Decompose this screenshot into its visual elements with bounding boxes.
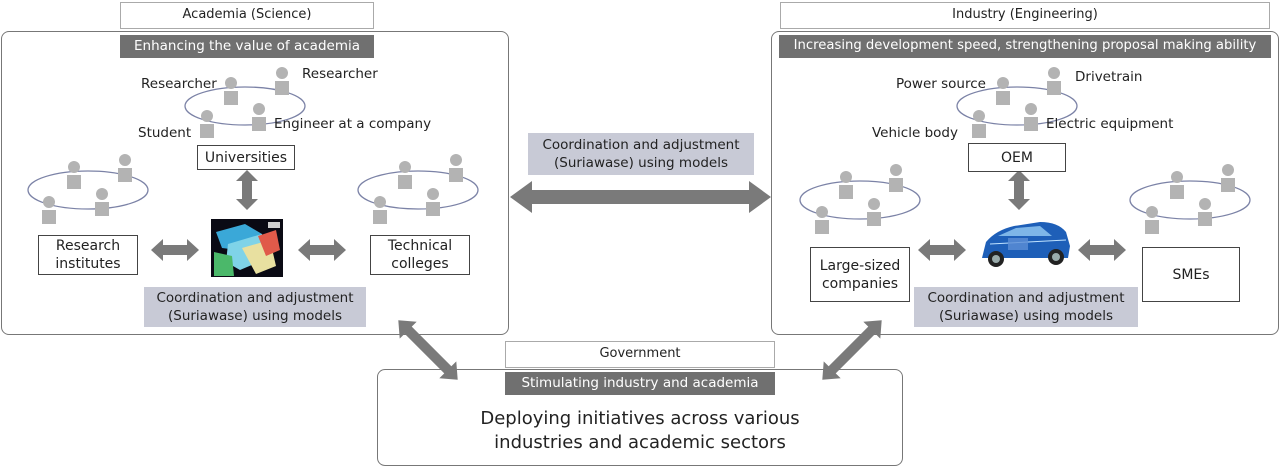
double-arrow-icon — [1078, 239, 1126, 261]
person-icon — [996, 77, 1010, 105]
group-ellipse — [799, 180, 921, 220]
double-arrow-icon — [918, 239, 966, 261]
person-icon — [889, 164, 903, 192]
person-icon — [1198, 198, 1212, 226]
label-vehicle-body: Vehicle body — [872, 125, 958, 141]
label-engineer: Engineer at a company — [274, 116, 432, 132]
label-researcher-left: Researcher — [141, 76, 217, 92]
double-arrow-icon — [510, 181, 771, 213]
double-arrow-icon — [1008, 170, 1030, 210]
universities-box: Universities — [197, 145, 295, 170]
smes-box: SMEs — [1142, 247, 1240, 302]
person-icon — [224, 77, 238, 105]
person-icon — [815, 206, 829, 234]
industry-band: Increasing development speed, strengthen… — [779, 35, 1271, 58]
group-ellipse — [357, 170, 479, 210]
person-icon — [118, 154, 132, 182]
person-icon — [972, 110, 986, 138]
label-electric-equipment: Electric equipment — [1046, 116, 1174, 132]
simulation-image — [211, 219, 283, 277]
research-institutes-box: Research institutes — [38, 235, 138, 275]
academia-coordination-label: Coordination and adjustment (Suriawase) … — [144, 287, 366, 327]
person-icon — [1145, 206, 1159, 234]
double-arrow-icon — [236, 170, 258, 210]
group-ellipse — [184, 86, 306, 126]
double-arrow-icon — [398, 320, 458, 380]
label-student: Student — [138, 125, 192, 141]
person-icon — [1221, 164, 1235, 192]
person-icon — [200, 110, 214, 138]
double-arrow-icon — [151, 239, 199, 261]
group-ellipse — [956, 86, 1078, 126]
group-ellipse — [27, 170, 149, 210]
academia-band: Enhancing the value of academia — [120, 35, 374, 58]
person-icon — [398, 161, 412, 189]
government-text: Deploying initiatives across various ind… — [480, 408, 800, 453]
person-icon — [373, 196, 387, 224]
person-icon — [95, 188, 109, 216]
person-icon — [252, 103, 266, 131]
label-researcher-right: Researcher — [302, 66, 378, 82]
person-icon — [67, 161, 81, 189]
person-icon — [449, 154, 463, 182]
double-arrow-icon — [298, 239, 346, 261]
oem-box: OEM — [968, 143, 1066, 172]
person-icon — [42, 196, 56, 224]
label-drivetrain: Drivetrain — [1075, 69, 1143, 85]
academia-tab: Academia (Science) — [120, 2, 374, 29]
double-arrow-icon — [822, 320, 882, 380]
central-coordination-label: Coordination and adjustment (Suriawase) … — [528, 133, 754, 175]
person-icon — [1047, 67, 1061, 95]
label-power-source: Power source — [896, 76, 986, 92]
industry-tab: Industry (Engineering) — [780, 2, 1270, 29]
academia-panel — [1, 31, 509, 335]
person-icon — [839, 171, 853, 199]
industry-coordination-label: Coordination and adjustment (Suriawase) … — [914, 287, 1138, 327]
technical-colleges-box: Technical colleges — [370, 235, 470, 275]
group-ellipse — [1129, 180, 1251, 220]
person-icon — [1170, 171, 1184, 199]
car-image — [982, 222, 1070, 267]
person-icon — [1024, 103, 1038, 131]
government-tab: Government — [505, 341, 775, 368]
person-icon — [867, 198, 881, 226]
large-companies-box: Large-sized companies — [810, 247, 910, 302]
person-icon — [426, 188, 440, 216]
person-icon — [275, 67, 289, 95]
government-band: Stimulating industry and academia — [505, 372, 775, 395]
